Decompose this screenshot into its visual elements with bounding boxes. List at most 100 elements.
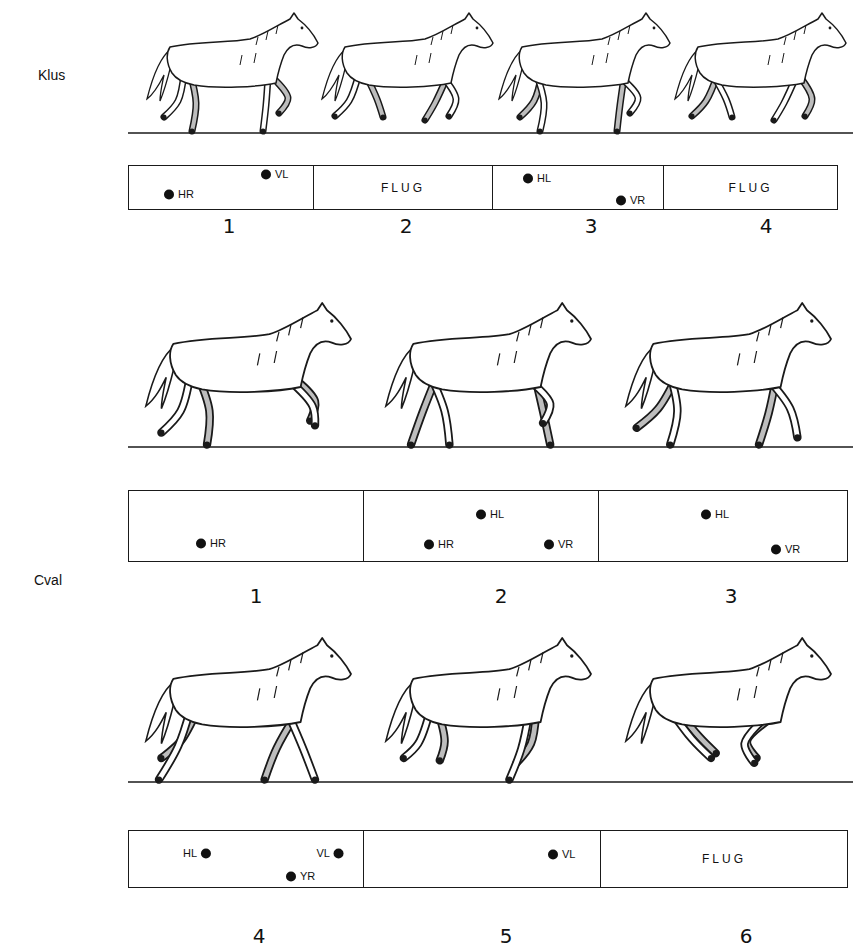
phase-number-holder: 2 (495, 585, 508, 607)
horse-eye (810, 654, 813, 657)
horse-hoof (158, 755, 164, 761)
horse-eye (810, 319, 813, 322)
phase-number-holder: 3 (585, 215, 598, 237)
horse-hoof (261, 776, 267, 782)
horse-shading (451, 25, 453, 34)
hoof-contact: YR (286, 870, 315, 883)
hoof-contact: VL (317, 847, 344, 860)
horse-hoof (189, 128, 194, 133)
horse-hoof (537, 128, 542, 133)
horse-eye (653, 27, 656, 30)
hoof-dot (771, 544, 781, 554)
horse-hoof (312, 422, 318, 428)
hoof-dot (523, 173, 533, 183)
horse-shading (441, 31, 443, 40)
hoof-contact: HR (196, 537, 226, 550)
horse-shading (754, 686, 756, 698)
horse-shading (497, 353, 499, 365)
ground-line (128, 132, 853, 134)
phase-cell: VL5 (363, 830, 601, 888)
horse-shading (541, 317, 543, 328)
phase-cell: HLVR3 (598, 490, 848, 562)
phase-cell: HLVLYR4 (128, 830, 364, 888)
horse-hoof (446, 441, 452, 447)
horse-shading (769, 325, 771, 336)
horse-figure (147, 13, 318, 134)
horse-shading (497, 688, 499, 700)
horse-shading (592, 55, 594, 65)
horse-eye (829, 27, 832, 30)
horse-shading (768, 55, 770, 65)
phase-number: 2 (400, 215, 413, 237)
phase-cell: FLUG4 (663, 165, 838, 210)
horse-body (650, 638, 831, 727)
phase-number-holder: 1 (250, 585, 263, 607)
horse-shading (606, 53, 608, 63)
phase-cell: HR1 (128, 490, 364, 562)
hoof-contact: VR (771, 543, 800, 556)
hoof-label: VL (562, 848, 575, 861)
phase-number: 5 (500, 925, 513, 947)
horse-body (167, 13, 318, 87)
horse-shading (608, 37, 610, 45)
hoof-dot (196, 538, 206, 548)
horse-shading (754, 351, 756, 363)
phase-number: 4 (253, 925, 266, 947)
horse-leg (159, 710, 190, 780)
horse-shading (529, 325, 531, 336)
horse-eye (476, 27, 479, 30)
horse-shading (628, 25, 630, 34)
horse-body (170, 638, 351, 727)
hoof-label: VL (275, 168, 288, 181)
horse-shading (757, 667, 759, 677)
hoof-dot (334, 848, 344, 858)
horse-shading (257, 353, 259, 365)
hoof-dot (616, 195, 626, 205)
horse-shading (274, 351, 276, 363)
horse-shading (431, 37, 433, 45)
horse-shading (240, 55, 242, 65)
flight-phase: FLUG (728, 181, 772, 195)
horse-eye (330, 319, 333, 322)
horse-figure (322, 13, 493, 123)
horse-shading (804, 25, 806, 34)
horse-shading (277, 332, 279, 342)
hoof-label: VL (317, 847, 330, 860)
hoof-dot (261, 169, 271, 179)
horse-hoof (794, 434, 800, 440)
horse-hoof (802, 113, 807, 118)
hoof-contact: HL (476, 508, 504, 521)
horse-shading (257, 688, 259, 700)
hoof-dot (476, 509, 486, 519)
horse-hoof (729, 114, 734, 119)
horse-eye (301, 27, 304, 30)
horse-figure (146, 303, 351, 448)
horse-hoof (708, 755, 714, 761)
horse-hoof (547, 441, 553, 447)
hoof-contact: HR (424, 538, 454, 551)
hoof-contact: VR (544, 538, 573, 551)
horse-shading (289, 660, 291, 671)
horse-hoof (756, 441, 762, 447)
phase-number: 3 (585, 215, 598, 237)
horse-hoof (408, 441, 414, 447)
hoof-label: HR (210, 537, 226, 550)
horse-leg (289, 715, 315, 780)
phase-number-holder: 1 (223, 215, 236, 237)
flight-label: FLUG (702, 852, 746, 866)
hoof-contact: HR (164, 188, 194, 201)
horse-shading (289, 325, 291, 336)
horse-hoof (204, 441, 210, 447)
horse-hoof (689, 113, 694, 118)
phase-number: 2 (495, 585, 508, 607)
horse-hoof (380, 114, 385, 119)
horse-hoof (437, 757, 443, 763)
horse-shading (781, 652, 783, 663)
hoof-contact: VL (548, 848, 575, 861)
hoof-dot (164, 189, 174, 199)
hoof-label: VR (785, 543, 800, 556)
phase-number-holder: 5 (500, 925, 513, 947)
horse-shading (274, 686, 276, 698)
